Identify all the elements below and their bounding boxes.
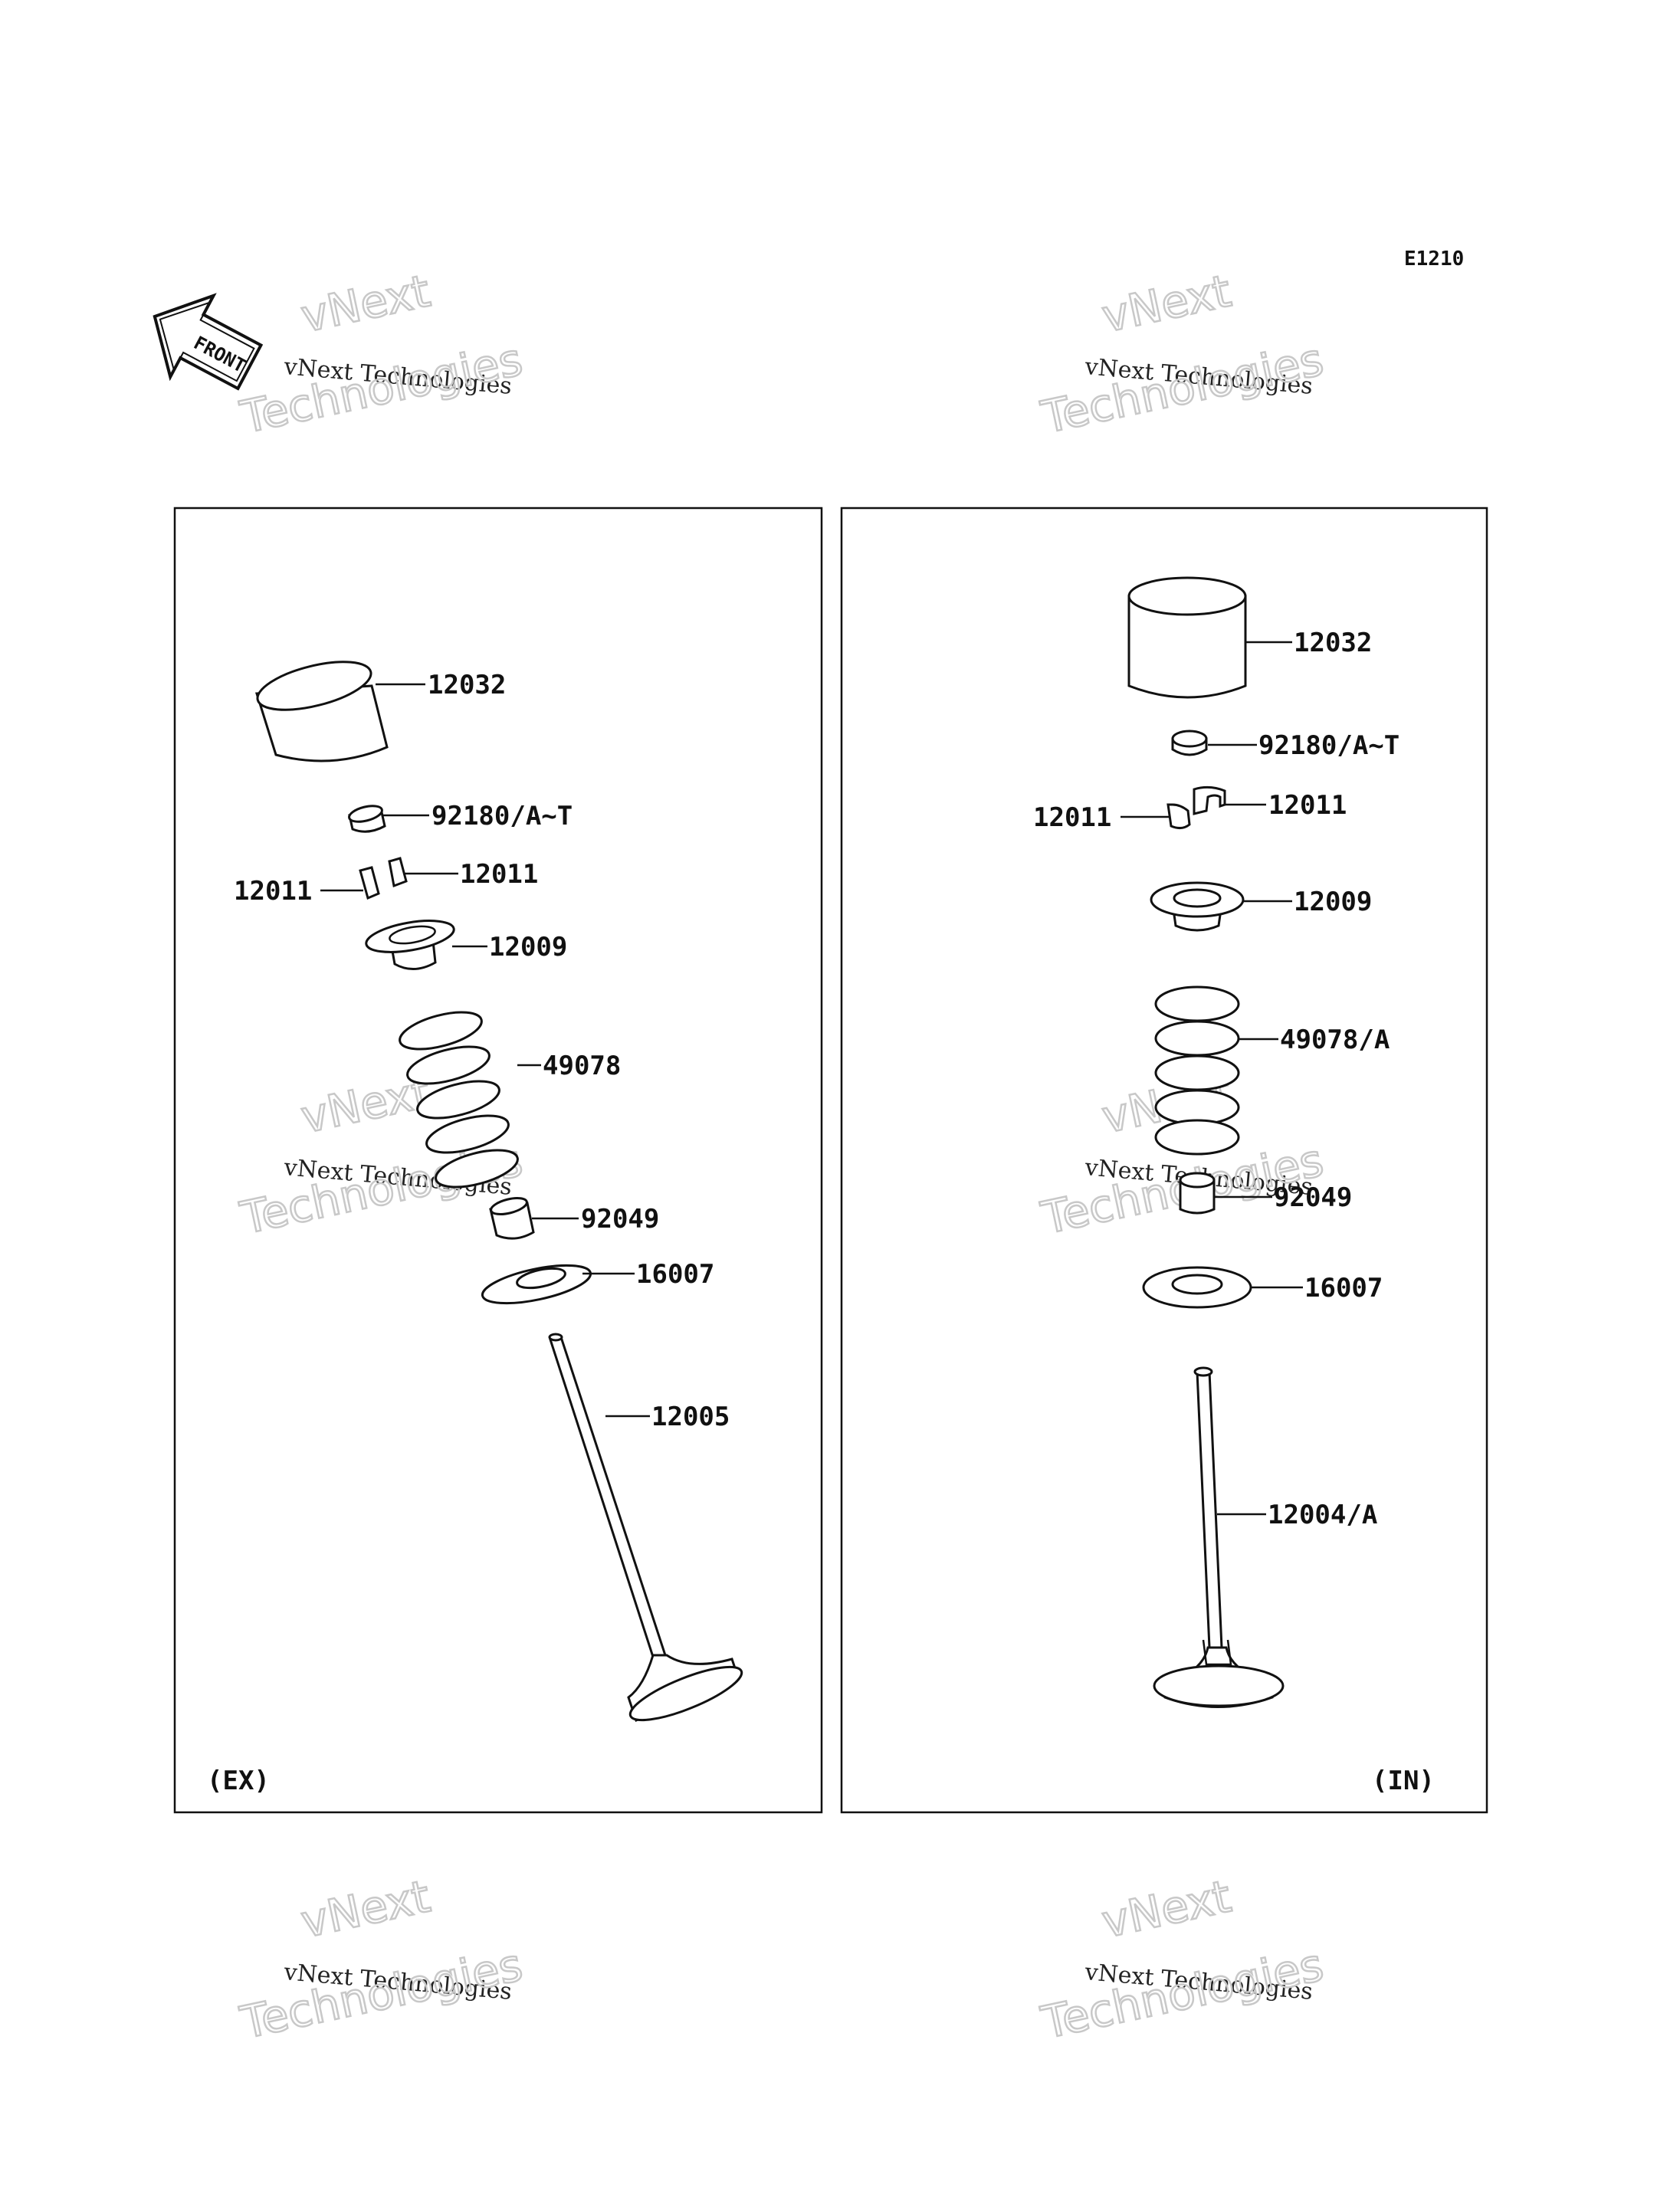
- in-valve-spring-label: 49078/A: [1280, 1025, 1390, 1055]
- watermark-line1: vNext: [1098, 1870, 1235, 1948]
- intake-panel: 12032 92180/A~T 12011 12011 12009: [840, 507, 1488, 1814]
- intake-panel-frame: [840, 507, 1488, 1814]
- ex-tappet[interactable]: [253, 652, 389, 762]
- in-stem-seal[interactable]: [1179, 1172, 1216, 1215]
- exhaust-caption: (EX): [207, 1766, 270, 1796]
- watermark-line1: vNext: [1098, 264, 1235, 343]
- watermark-line3: Technologies: [1037, 333, 1328, 444]
- in-spring-seat[interactable]: [1142, 1266, 1252, 1309]
- ex-cotter-right-label: 12011: [460, 859, 538, 890]
- in-spring-retainer-label: 12009: [1294, 887, 1372, 917]
- ex-spring-retainer-label: 12009: [489, 932, 567, 962]
- watermark-line1: vNext: [297, 264, 435, 343]
- in-valve[interactable]: [1153, 1366, 1285, 1708]
- in-stem-seal-label: 92049: [1274, 1182, 1352, 1213]
- ex-spring-retainer[interactable]: [364, 915, 456, 970]
- ex-valve-label: 12005: [651, 1402, 730, 1432]
- in-cotter-right-label: 12011: [1268, 790, 1347, 821]
- watermark: vNext vNext Technologies Technologies: [235, 1869, 528, 2050]
- in-valve-label: 12004/A: [1268, 1500, 1377, 1530]
- exhaust-panel-frame: [173, 507, 823, 1814]
- ex-valve-spring-label: 49078: [543, 1051, 621, 1081]
- ex-valve[interactable]: [548, 1333, 747, 1730]
- ex-tappet-label: 12032: [428, 670, 506, 700]
- watermark: vNext vNext Technologies Technologies: [235, 264, 528, 444]
- watermark-line3: Technologies: [236, 1939, 527, 2049]
- in-shim[interactable]: [1171, 730, 1208, 756]
- exhaust-panel: 12032 92180/A~T 12011 12011 12009: [173, 507, 823, 1814]
- watermark-line1: vNext: [297, 1870, 435, 1948]
- ex-spring-seat-label: 16007: [636, 1259, 714, 1290]
- watermark: vNext vNext Technologies Technologies: [1036, 1869, 1329, 2050]
- front-arrow-icon: FRONT: [153, 293, 264, 391]
- in-spring-retainer[interactable]: [1150, 881, 1245, 932]
- ex-cotter-left-label: 12011: [234, 876, 312, 907]
- watermark-line3: Technologies: [1037, 1939, 1328, 2049]
- in-tappet[interactable]: [1127, 576, 1247, 699]
- ex-shim-label: 92180/A~T: [431, 801, 573, 831]
- in-spring-seat-label: 16007: [1304, 1273, 1383, 1303]
- ex-stem-seal[interactable]: [489, 1195, 535, 1240]
- intake-caption: (IN): [1372, 1766, 1435, 1796]
- in-cotters[interactable]: [1166, 785, 1226, 830]
- ex-spring-seat[interactable]: [479, 1258, 593, 1310]
- watermark: vNext vNext Technologies Technologies: [1036, 264, 1329, 444]
- diagram-code: E1210: [1404, 248, 1464, 271]
- ex-cotters[interactable]: [359, 857, 408, 900]
- watermark-line3: Technologies: [236, 333, 527, 444]
- ex-shim[interactable]: [347, 803, 386, 833]
- in-shim-label: 92180/A~T: [1258, 730, 1399, 761]
- in-tappet-label: 12032: [1294, 628, 1372, 658]
- in-cotter-left-label: 12011: [1033, 802, 1111, 833]
- ex-stem-seal-label: 92049: [581, 1204, 659, 1235]
- in-valve-spring[interactable]: [1154, 985, 1240, 1156]
- ex-valve-spring[interactable]: [396, 1005, 522, 1194]
